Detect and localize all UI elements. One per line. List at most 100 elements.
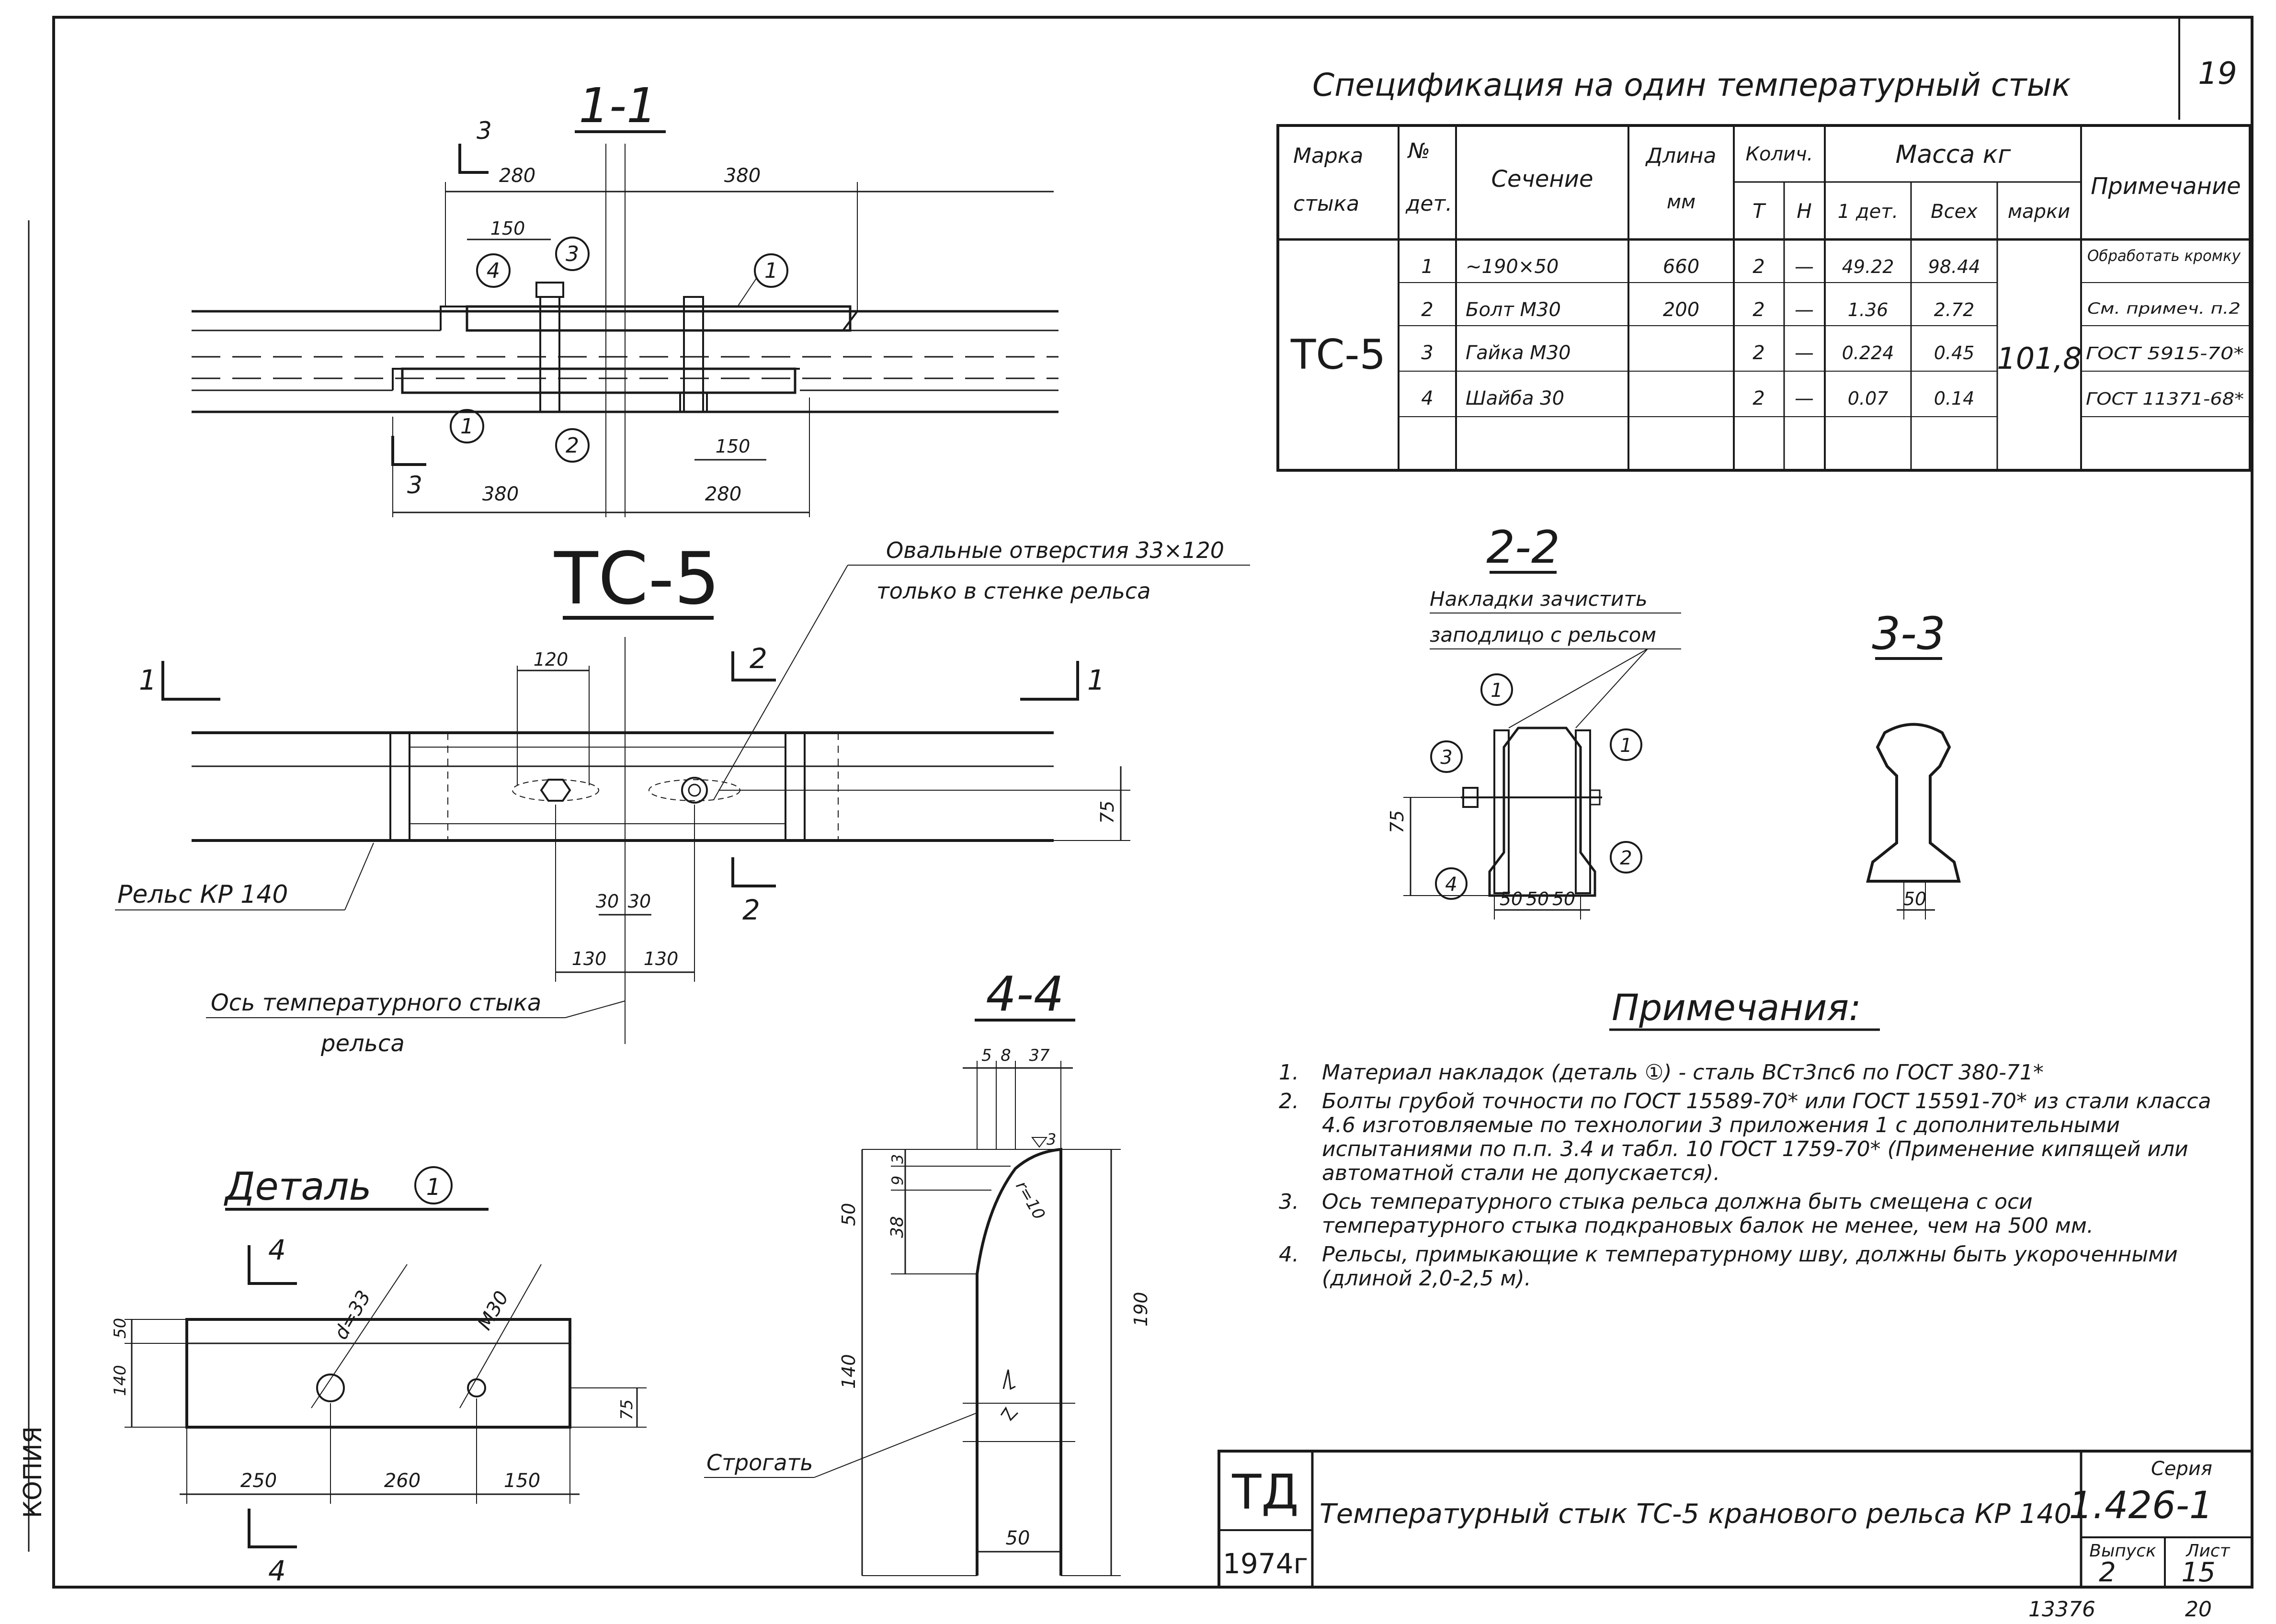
svg-text:1: 1 — [1620, 735, 1632, 757]
plate-upper — [466, 305, 852, 332]
svg-text:150: 150 — [716, 436, 751, 457]
svg-text:1: 1 — [764, 259, 778, 283]
svg-text:2: 2 — [1620, 847, 1632, 869]
stamp-title: Температурный стык ТС-5 кранового рельса… — [1320, 1499, 2071, 1530]
view-1-1-title: 1-1 — [579, 78, 657, 134]
svg-text:5: 5 — [981, 1046, 992, 1065]
note-item: 3. Ось температурного стыка рельса должн… — [1279, 1190, 2094, 1238]
svg-text:8: 8 — [1001, 1046, 1011, 1065]
svg-text:50: 50 — [838, 1203, 859, 1226]
stamp-org: ТД — [1231, 1464, 1298, 1520]
svg-text:50: 50 — [1500, 888, 1523, 909]
svg-text:2: 2 — [1753, 256, 1764, 278]
footer-page: 20 — [2185, 1597, 2212, 1622]
hdr-length-2: мм — [1667, 191, 1696, 213]
hdr-mass-mark: марки — [2008, 201, 2070, 223]
svg-text:120: 120 — [534, 649, 569, 670]
svg-text:130: 130 — [572, 948, 607, 969]
stamp-year: 1974г — [1223, 1547, 1308, 1580]
svg-text:50: 50 — [111, 1318, 130, 1339]
svg-text:380: 380 — [724, 165, 761, 187]
margin-stamp-text: КОПИЯ — [19, 1426, 47, 1518]
view-2-2: 2-2 Накладки зачистить заподлицо с рельс… — [1387, 522, 1681, 920]
stamp-series: 1.426-1 — [2069, 1484, 2213, 1527]
svg-text:3-3: 3-3 — [1872, 608, 1946, 660]
svg-text:3: 3 — [888, 1154, 907, 1164]
svg-text:—: — — [1795, 299, 1814, 321]
hdr-mass-one: 1 дет. — [1838, 201, 1898, 223]
svg-text:280: 280 — [705, 483, 741, 505]
svg-text:ГОСТ 5915-70*: ГОСТ 5915-70* — [2086, 344, 2244, 363]
spec-title: Спецификация на один температурный стык — [1312, 67, 2071, 103]
svg-text:r=10: r=10 — [1012, 1178, 1049, 1223]
svg-text:Овальные отверстия 33×120: Овальные отверстия 33×120 — [886, 537, 1224, 563]
spec-mark-total: 101,8 — [1997, 341, 2082, 376]
svg-text:заподлицо с рельсом: заподлицо с рельсом — [1430, 623, 1656, 647]
svg-text:75: 75 — [1097, 801, 1118, 824]
svg-text:280: 280 — [499, 165, 535, 187]
svg-text:4: 4 — [1445, 874, 1457, 896]
hdr-qty-n: Н — [1797, 199, 1812, 223]
svg-text:3: 3 — [566, 242, 579, 266]
svg-text:1: 1 — [426, 1174, 441, 1201]
svg-text:9: 9 — [888, 1176, 907, 1185]
footer-code: 13376 — [2028, 1597, 2095, 1622]
view-tc5: ТС-5 Овальные отверстия 33×120 только в … — [115, 537, 1250, 1057]
svg-text:См. примеч. п.2: См. примеч. п.2 — [2087, 299, 2241, 318]
svg-text:660: 660 — [1663, 256, 1699, 278]
view-1-1: 1-1 280 380 150 4 — [192, 78, 1058, 517]
svg-text:4: 4 — [1421, 387, 1433, 409]
sheet-number: 19 — [2198, 56, 2237, 91]
table-row: 2 Болт М30 200 2 — 1.36 2.72 См. примеч.… — [1421, 299, 2241, 321]
svg-text:200: 200 — [1663, 299, 1699, 321]
title-block: ТД 1974г Температурный стык ТС-5 краново… — [1218, 1450, 2253, 1589]
svg-text:только в стенке рельса: только в стенке рельса — [876, 578, 1150, 604]
svg-text:Ось температурного стыка: Ось температурного стыка — [211, 989, 541, 1016]
hdr-qty-t: Т — [1753, 199, 1766, 223]
table-row: 4 Шайба 30 2 — 0.07 0.14 ГОСТ 11371-68* — [1421, 387, 2244, 409]
svg-text:Обработать кромку: Обработать кромку — [2087, 247, 2241, 265]
svg-text:1: 1 — [139, 664, 157, 696]
svg-text:49.22: 49.22 — [1842, 256, 1894, 277]
svg-text:50: 50 — [1903, 888, 1926, 909]
svg-text:15: 15 — [2181, 1557, 2215, 1588]
svg-text:Накладки зачистить: Накладки зачистить — [1430, 587, 1648, 611]
svg-text:~190×50: ~190×50 — [1466, 256, 1559, 278]
svg-text:50: 50 — [1006, 1527, 1030, 1549]
svg-text:260: 260 — [384, 1470, 421, 1492]
svg-text:ГОСТ 11371-68*: ГОСТ 11371-68* — [2086, 389, 2244, 409]
svg-text:Гайка М30: Гайка М30 — [1466, 342, 1571, 364]
svg-text:38: 38 — [888, 1216, 907, 1238]
view-tc5-title: ТС-5 — [554, 537, 720, 621]
svg-text:3: 3 — [477, 117, 492, 145]
svg-text:рельса: рельса — [320, 1030, 405, 1057]
svg-text:2: 2 — [750, 642, 767, 675]
svg-text:3: 3 — [1440, 747, 1452, 769]
note-item: 1. Материал накладок (деталь ①) - сталь … — [1279, 1060, 2044, 1085]
svg-text:3: 3 — [1421, 342, 1433, 364]
svg-text:0.14: 0.14 — [1934, 388, 1975, 409]
hdr-det-2: дет. — [1405, 192, 1452, 216]
svg-text:4: 4 — [487, 259, 500, 283]
svg-text:130: 130 — [644, 948, 679, 969]
table-row: 1 ~190×50 660 2 — 49.22 98.44 Обработать… — [1421, 247, 2241, 278]
svg-text:2: 2 — [566, 433, 579, 458]
svg-text:—: — — [1795, 256, 1814, 278]
svg-text:0.224: 0.224 — [1842, 342, 1894, 363]
svg-text:М30: М30 — [474, 1287, 513, 1334]
svg-text:3: 3 — [1047, 1130, 1056, 1148]
notes-title: Примечания: — [1612, 986, 1861, 1029]
svg-text:4-4: 4-4 — [986, 966, 1064, 1022]
svg-text:3: 3 — [407, 471, 422, 499]
svg-text:2: 2 — [2099, 1557, 2116, 1588]
svg-text:2.72: 2.72 — [1934, 299, 1975, 320]
svg-text:—: — — [1795, 387, 1814, 409]
view-4-4: 4-4 5 8 37 3 9 38 50 140 190 3 r=10 — [704, 966, 1151, 1576]
hdr-mark-2: стыка — [1293, 192, 1359, 216]
svg-text:75: 75 — [617, 1399, 637, 1420]
svg-text:140: 140 — [838, 1354, 859, 1389]
svg-text:1.36: 1.36 — [1848, 299, 1889, 320]
svg-text:Выпуск: Выпуск — [2089, 1541, 2156, 1561]
notes-list: 1. Материал накладок (деталь ①) - сталь … — [1264, 1061, 2218, 1295]
